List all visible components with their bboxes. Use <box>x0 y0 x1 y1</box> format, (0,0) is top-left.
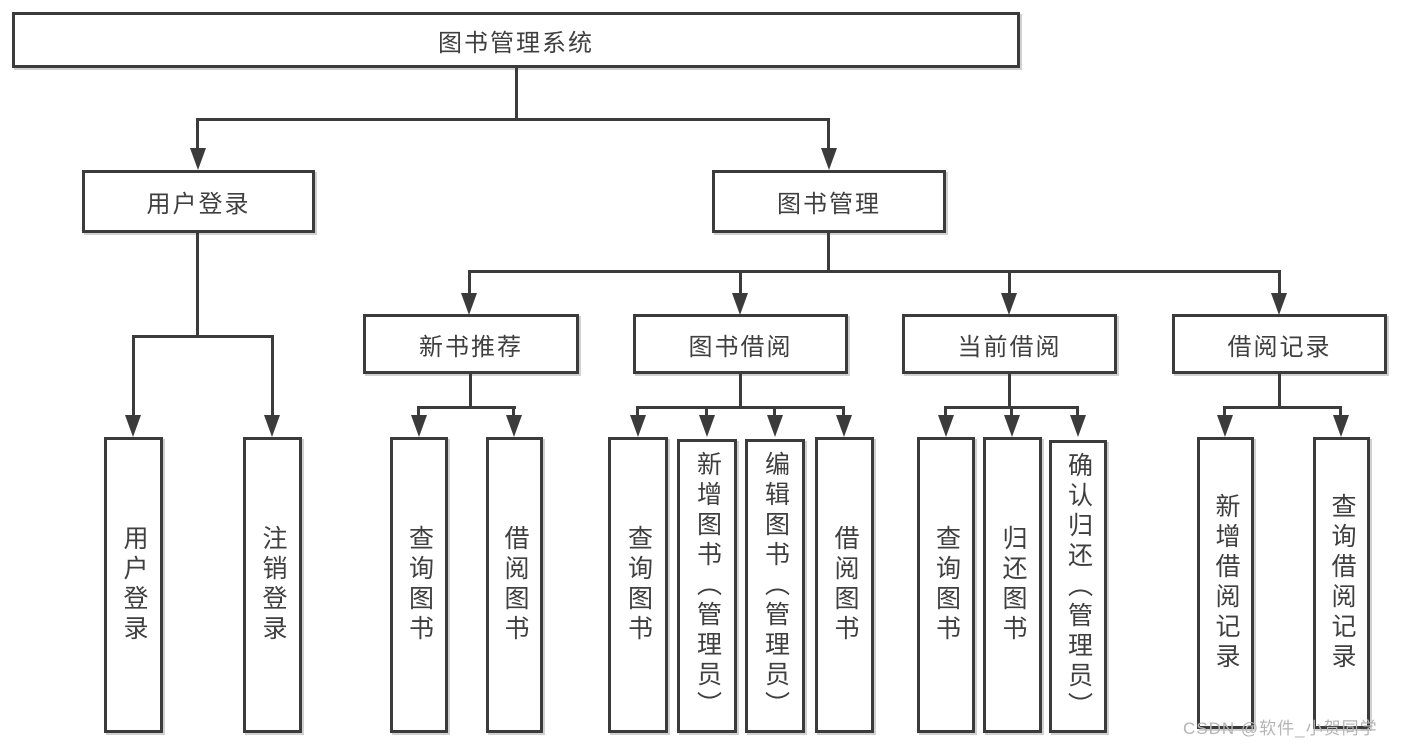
node-logout: 注销登录 <box>243 437 302 733</box>
connector-line <box>196 118 199 152</box>
arrowhead-down <box>938 415 954 437</box>
connector-line <box>1008 270 1011 296</box>
connector-line <box>468 270 471 296</box>
arrowhead-down <box>1271 293 1287 315</box>
connector-line <box>1008 374 1011 408</box>
connector-line <box>468 270 1280 273</box>
node-br-query-record: 查询借阅记录 <box>1313 437 1370 729</box>
node-bb-add-book-admin: 新增图书（管理员） <box>677 439 737 733</box>
node-book-management: 图书管理 <box>712 170 946 233</box>
connector-line <box>842 406 845 417</box>
arrowhead-down <box>1333 415 1349 437</box>
node-br-add-record: 新增借阅记录 <box>1197 437 1254 729</box>
connector-line <box>773 406 776 417</box>
arrowhead-down <box>190 148 206 170</box>
connector-line <box>1010 406 1013 417</box>
connector-line <box>944 406 947 417</box>
node-cb-query-book: 查询图书 <box>917 437 975 733</box>
node-nb-borrow-book: 借阅图书 <box>486 437 543 733</box>
node-bb-edit-book-admin: 编辑图书（管理员） <box>745 439 805 733</box>
connector-line <box>417 406 516 409</box>
connector-line <box>739 270 742 296</box>
connector-line <box>705 406 708 417</box>
arrowhead-down <box>836 415 852 437</box>
arrowhead-down <box>821 148 837 170</box>
arrowhead-down <box>506 415 522 437</box>
node-user-login-leaf: 用户登录 <box>104 437 163 733</box>
node-cb-return-book: 归还图书 <box>983 437 1042 733</box>
node-book-borrow: 图书借阅 <box>633 314 848 374</box>
arrowhead-down <box>767 415 783 437</box>
arrowhead-down <box>1217 415 1233 437</box>
node-cb-confirm-return-admin: 确认归还（管理员） <box>1049 440 1107 733</box>
connector-line <box>515 68 518 120</box>
arrowhead-down <box>461 293 477 315</box>
arrowhead-down <box>1004 415 1020 437</box>
node-bb-query-book: 查询图书 <box>608 437 668 733</box>
node-current-borrow: 当前借阅 <box>902 314 1117 374</box>
connector-line <box>132 335 274 338</box>
node-new-book-recommend: 新书推荐 <box>363 314 579 374</box>
connector-line <box>469 374 472 408</box>
arrowhead-down <box>1070 415 1086 437</box>
connector-line <box>636 406 844 409</box>
arrowhead-down <box>1001 293 1017 315</box>
arrowhead-down <box>699 415 715 437</box>
connector-line <box>132 335 135 417</box>
connector-line <box>636 406 639 417</box>
connector-line <box>739 374 742 408</box>
arrowhead-down <box>630 415 646 437</box>
node-borrow-records: 借阅记录 <box>1172 314 1387 374</box>
connector-line <box>1223 406 1226 417</box>
arrowhead-down <box>411 415 427 437</box>
node-library-management-system: 图书管理系统 <box>12 12 1020 68</box>
connector-line <box>1278 270 1281 296</box>
arrowhead-down <box>264 415 280 437</box>
connector-line <box>1223 406 1341 409</box>
connector-line <box>1076 406 1079 417</box>
connector-line <box>196 233 199 337</box>
watermark: CSDN @软件_小贺同学 <box>1183 719 1378 738</box>
node-nb-query-book: 查询图书 <box>390 437 448 733</box>
connector-line <box>1278 374 1281 408</box>
connector-line <box>271 335 274 417</box>
node-bb-borrow-book: 借阅图书 <box>815 437 874 733</box>
connector-line <box>1339 406 1342 417</box>
connector-line <box>827 233 830 272</box>
connector-line <box>196 118 830 121</box>
arrowhead-down <box>732 293 748 315</box>
connector-line <box>827 118 830 152</box>
node-user-login: 用户登录 <box>82 170 315 233</box>
connector-line <box>417 406 420 417</box>
arrowhead-down <box>125 415 141 437</box>
connector-line <box>512 406 515 417</box>
